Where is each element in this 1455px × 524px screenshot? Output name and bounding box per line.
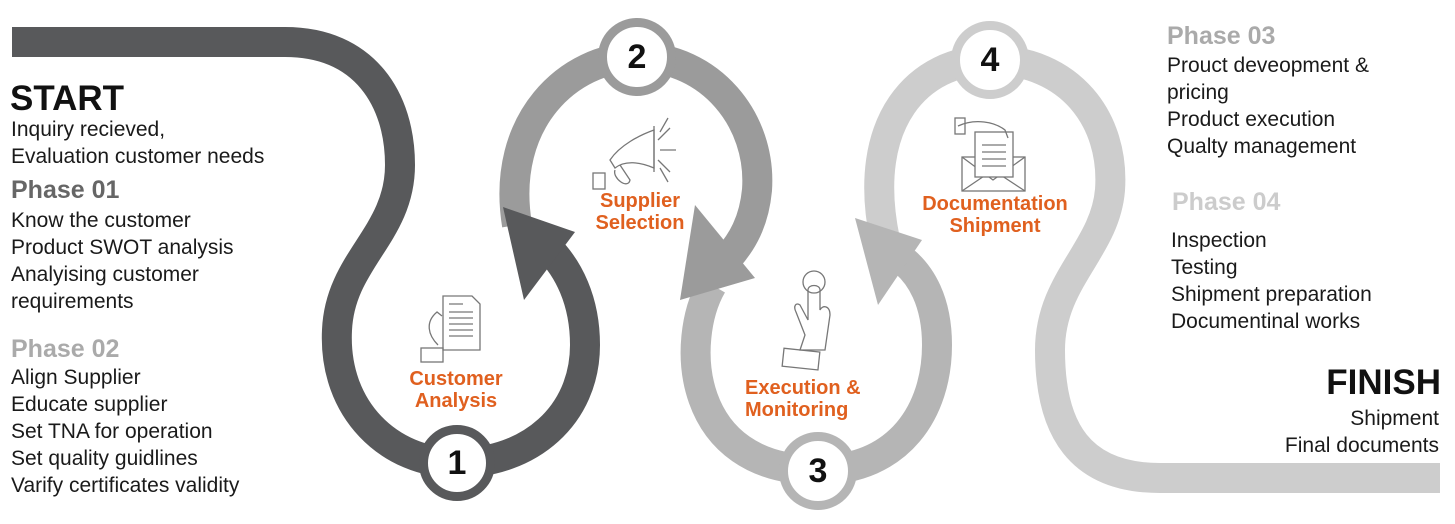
phase-02-item: Set quality guidlines xyxy=(11,447,198,470)
step-3-label: Execution & Monitoring xyxy=(745,377,890,421)
step-3-label-line2: Monitoring xyxy=(745,399,849,421)
step-1-label-line1: Customer xyxy=(409,368,503,390)
band-lightest xyxy=(864,44,1440,493)
finish-description: Shipment Final documents xyxy=(1285,405,1439,459)
phase-01-item: Know the customer xyxy=(11,209,191,232)
phase-01-item: Analyising customer xyxy=(11,263,199,286)
envelope-document-icon xyxy=(954,117,1026,192)
step-4-badge: 4 xyxy=(951,21,1029,99)
finger-press-icon xyxy=(781,270,831,371)
step-2-badge: 2 xyxy=(598,18,676,96)
finish-title: FINISH xyxy=(1326,363,1441,402)
finish-line: Final documents xyxy=(1284,434,1439,457)
arrow-dark xyxy=(503,207,575,300)
phase-01-item: Product SWOT analysis xyxy=(11,236,234,259)
step-3-badge: 3 xyxy=(779,432,857,510)
phase-03-title: Phase 03 xyxy=(1167,22,1276,50)
phase-04-item: Inspection xyxy=(1171,229,1267,252)
phase-01-item: requirements xyxy=(11,290,134,313)
step-1-badge: 1 xyxy=(419,425,495,501)
start-description: Inquiry recieved, Evaluation customer ne… xyxy=(11,116,264,170)
phase-02-title: Phase 02 xyxy=(11,335,120,363)
phase-02-item: Varify certificates validity xyxy=(11,474,240,497)
phase-02-item: Educate supplier xyxy=(11,393,168,416)
phase-03-item: pricing xyxy=(1167,81,1229,104)
phase-03-item: Product execution xyxy=(1167,108,1336,131)
document-hand-icon xyxy=(420,295,481,363)
phase-01-list: Know the customer Product SWOT analysis … xyxy=(11,207,234,315)
start-line: Inquiry recieved, xyxy=(11,118,166,141)
arrow-light xyxy=(855,218,922,305)
step-1-label-line2: Analysis xyxy=(414,390,498,412)
band-light xyxy=(680,250,953,486)
step-4-label-line2: Shipment xyxy=(949,215,1041,237)
phase-04-item: Documentinal works xyxy=(1171,310,1361,333)
band-dark xyxy=(12,27,601,479)
phase-01-title: Phase 01 xyxy=(11,176,120,204)
phase-02-item: Align Supplier xyxy=(11,366,141,389)
phase-03-item: Qualty management xyxy=(1167,135,1357,158)
arrow-mid xyxy=(680,205,755,300)
phase-02-item: Set TNA for operation xyxy=(11,420,213,443)
step-3-label-line1: Execution & xyxy=(745,377,861,399)
step-1-label: Customer Analysis xyxy=(393,368,519,412)
phase-04-list: Inspection Testing Shipment preparation … xyxy=(1171,227,1372,335)
megaphone-icon xyxy=(592,117,676,190)
step-2-label-line1: Supplier xyxy=(599,190,680,212)
phase-03-list: Prouct deveopment & pricing Product exec… xyxy=(1167,52,1369,160)
step-2-label: Supplier Selection xyxy=(580,190,700,234)
step-4-label-line1: Documentation xyxy=(922,193,1068,215)
start-title: START xyxy=(10,79,125,118)
start-line: Evaluation customer needs xyxy=(11,145,265,168)
band-mid xyxy=(499,41,773,268)
finish-line: Shipment xyxy=(1350,407,1439,430)
step-2-label-line2: Selection xyxy=(595,212,685,234)
step-4-label: Documentation Shipment xyxy=(900,193,1090,237)
phase-04-item: Testing xyxy=(1171,256,1238,279)
phase-04-title: Phase 04 xyxy=(1172,188,1281,216)
phase-03-item: Prouct deveopment & xyxy=(1167,54,1369,77)
phase-04-item: Shipment preparation xyxy=(1171,283,1372,306)
phase-02-list: Align Supplier Educate supplier Set TNA … xyxy=(11,364,239,499)
